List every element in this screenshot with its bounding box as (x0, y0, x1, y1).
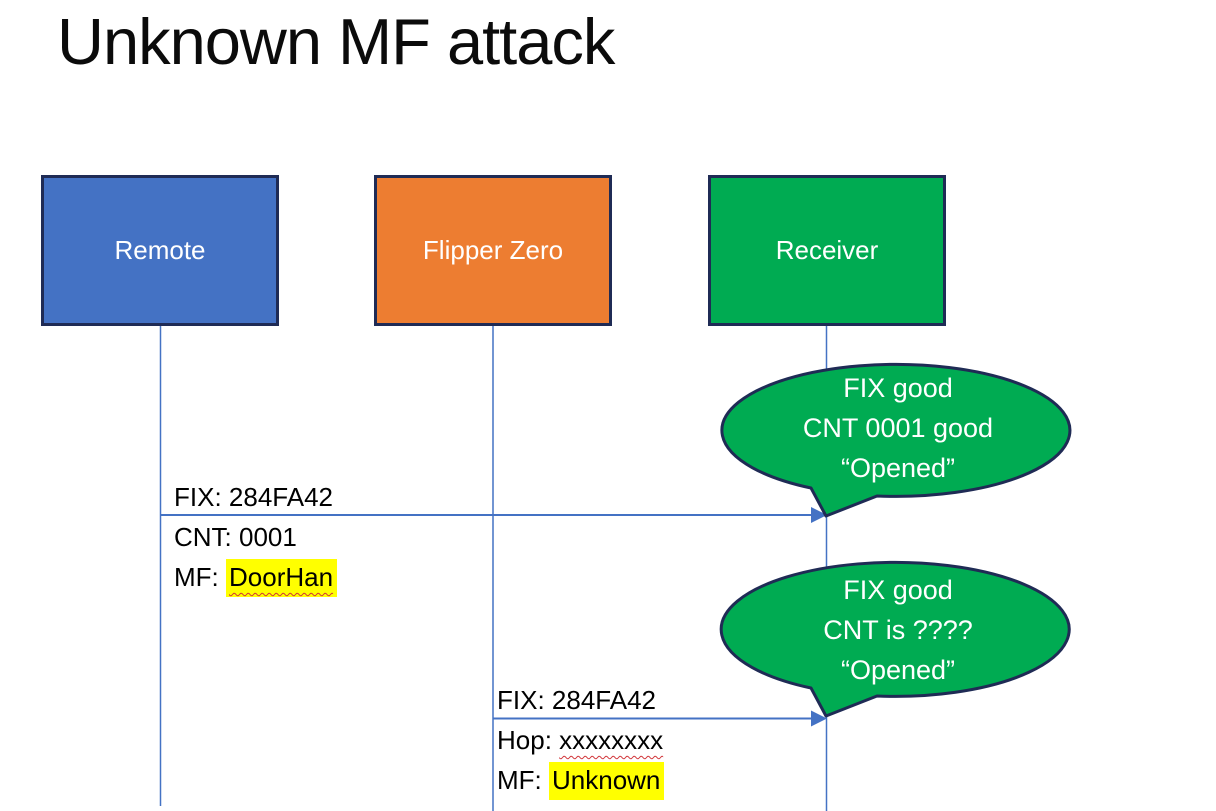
speech-bubble-2-shape (719, 560, 1071, 718)
message-1-label: FIX: 284FA42 CNT: 0001 MF: DoorHan (174, 477, 338, 597)
message-2-label: FIX: 284FA42 Hop: xxxxxxxx MF: Unknown (497, 680, 665, 800)
speech-bubble-1-text: FIX good CNT 0001 good “Opened” (728, 368, 1068, 488)
message-1-line-3-prefix: MF: (174, 562, 226, 592)
speech-bubble-1-line-2: CNT 0001 good (802, 413, 994, 443)
message-2-arrowhead-icon (811, 710, 827, 727)
speech-bubble-1-shape (720, 362, 1072, 518)
message-2-line-2-underlined-text: xxxxxxxx (559, 725, 664, 755)
message-2-line-2: Hop: xxxxxxxx (497, 720, 664, 760)
message-1-line-3-highlighted-text: DoorHan (226, 559, 338, 597)
speech-bubble-2-line-1: FIX good (843, 575, 953, 605)
speech-bubble-1-line-1: FIX good (843, 373, 953, 403)
speech-bubble-1-line-3: “Opened” (840, 453, 956, 483)
message-2-line-3-prefix: MF: (497, 765, 549, 795)
actor-box-remote: Remote (41, 175, 279, 326)
actor-box-receiver: Receiver (708, 175, 946, 326)
message-1-arrowhead-icon (811, 507, 827, 523)
speech-bubble-2-text: FIX good CNT is ???? “Opened” (728, 570, 1068, 690)
message-1-line-3: MF: DoorHan (174, 557, 338, 597)
message-2-line-3-highlighted-text: Unknown (549, 762, 665, 800)
actor-box-flipper-zero: Flipper Zero (374, 175, 612, 326)
speech-bubble-2-line-3: “Opened” (840, 655, 956, 685)
actor-label-flipper-zero: Flipper Zero (422, 235, 564, 265)
message-1-line-2: CNT: 0001 (174, 522, 297, 552)
message-2-line-2-prefix: Hop: (497, 725, 560, 755)
slide-title: Unknown MF attack (57, 5, 615, 78)
message-2-line-1: FIX: 284FA42 (497, 685, 656, 715)
message-2-line-3: MF: Unknown (497, 760, 665, 800)
message-1-line-1: FIX: 284FA42 (174, 482, 333, 512)
actor-label-receiver: Receiver (775, 235, 879, 265)
speech-bubble-2-line-2: CNT is ???? (823, 615, 973, 645)
actor-label-remote: Remote (114, 235, 206, 265)
